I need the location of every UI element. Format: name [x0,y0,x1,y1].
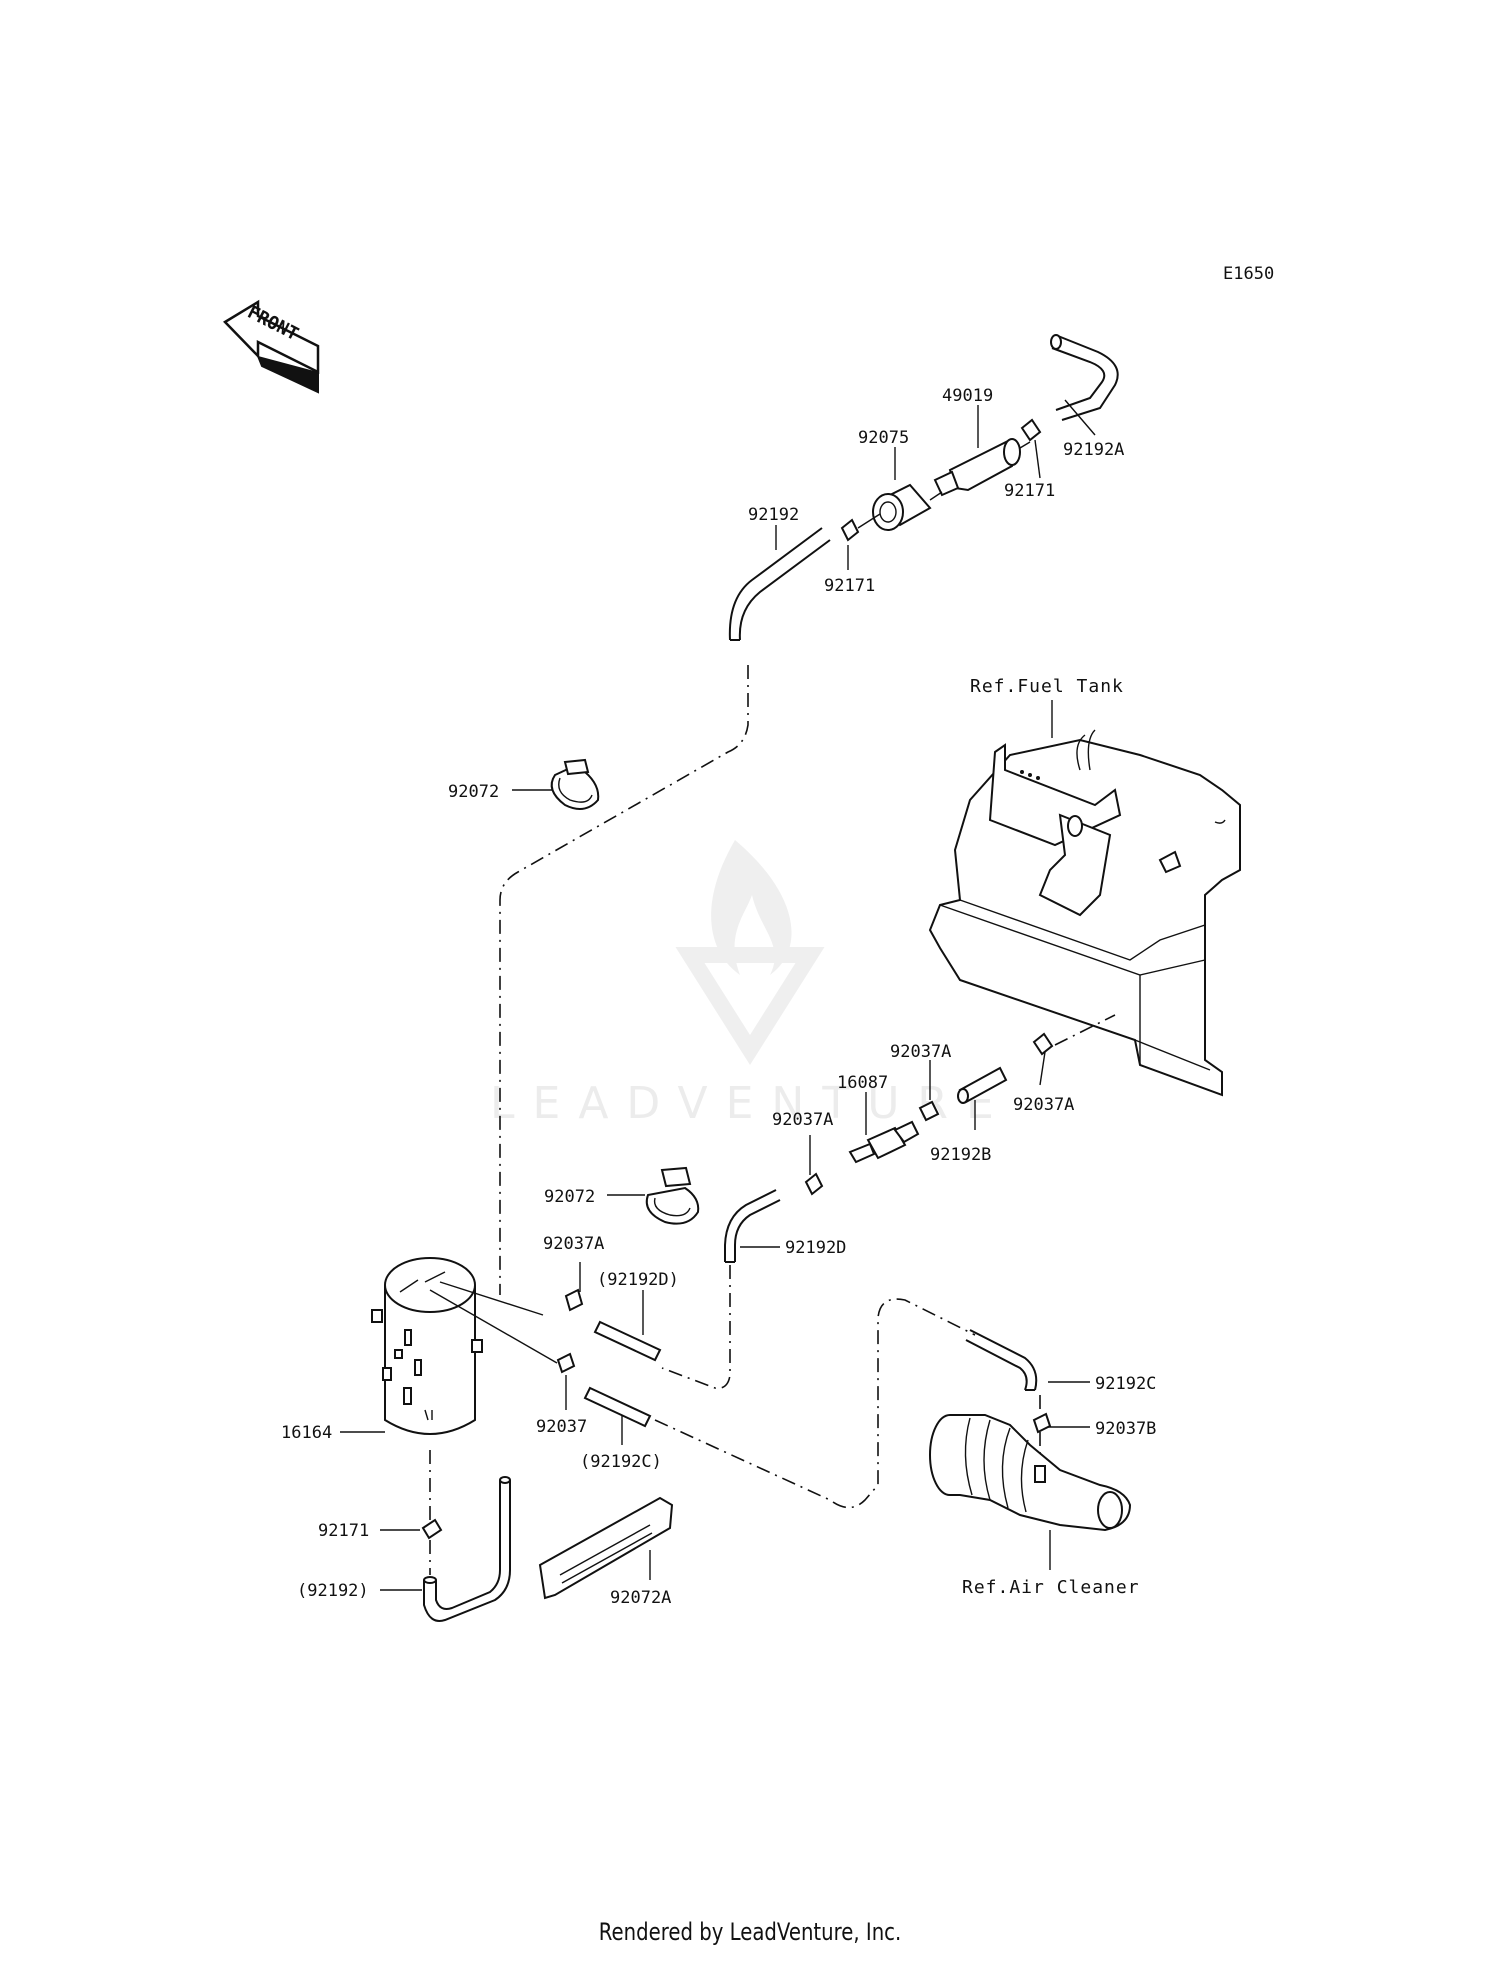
collar-92075 [872,483,932,531]
label-92072A: 92072A [610,1588,671,1608]
label-92037A-b: 92037A [1013,1095,1074,1115]
clamp-92037 [556,1352,576,1374]
label-16164: 16164 [281,1423,332,1443]
label-92037A-d: 92037A [543,1234,604,1254]
label-92072-mid: 92072 [544,1187,595,1207]
label-92037A-a: 92037A [890,1042,951,1062]
label-92192D-paren: (92192D) [597,1270,679,1290]
label-92171-mid: 92171 [824,576,875,596]
clamp-92072-mid [645,1166,700,1225]
ref-fuel-tank-label: Ref.Fuel Tank [970,676,1124,697]
hose-92192 [728,527,831,641]
label-92037B: 92037B [1095,1419,1156,1439]
label-92192-paren: (92192) [297,1581,369,1601]
label-92192C-paren: (92192C) [580,1452,662,1472]
air-cleaner-boot [929,1414,1132,1532]
hose-92192-low [423,1476,511,1622]
hose-92192D [724,1189,781,1263]
clamp-92037B [1032,1412,1052,1434]
label-16087: 16087 [837,1073,888,1093]
clamp-92037A-d [564,1288,584,1312]
ref-air-cleaner-label: Ref.Air Cleaner [962,1577,1140,1598]
valve-16087 [848,1120,920,1164]
label-92192B: 92192B [930,1145,991,1165]
clamp-92171-mid [840,518,860,542]
fuel-tank [928,729,1241,1097]
label-92037: 92037 [536,1417,587,1437]
watermark-text: LEADVENTURE [490,1078,1012,1129]
front-arrow-icon: FRONT [223,299,320,394]
label-92075: 92075 [858,428,909,448]
clamp-92037A-c [804,1172,824,1196]
fuel-filter-49019 [933,438,1031,497]
hose-92192B [957,1066,1008,1104]
canister-16164 [371,1257,483,1435]
clamp-92171-top [1020,418,1042,442]
watermark: LEADVENTURE [490,840,1012,1129]
label-92072-top: 92072 [448,782,499,802]
footer-credit: Rendered by LeadVenture, Inc. [598,1918,902,1946]
label-92192A: 92192A [1063,440,1124,460]
label-92171-top: 92171 [1004,481,1055,501]
bracket-92072A [538,1496,674,1600]
label-92037A-c: 92037A [772,1110,833,1130]
label-92192D: 92192D [785,1238,846,1258]
hose-92192D-paren [593,1320,662,1362]
diagram-code: E1650 [1223,264,1274,284]
hose-92192A [1050,334,1119,421]
clamp-92037A-b [918,1100,940,1122]
hose-92192C-paren [583,1386,652,1428]
label-92192: 92192 [748,505,799,525]
label-92192C: 92192C [1095,1374,1156,1394]
clamp-92037A-tank [1032,1032,1054,1056]
label-49019: 49019 [942,386,993,406]
clamp-92072-top [550,758,600,810]
hose-92192C [965,1329,1038,1391]
label-92171-low: 92171 [318,1521,369,1541]
clamp-92171-low [421,1518,443,1540]
